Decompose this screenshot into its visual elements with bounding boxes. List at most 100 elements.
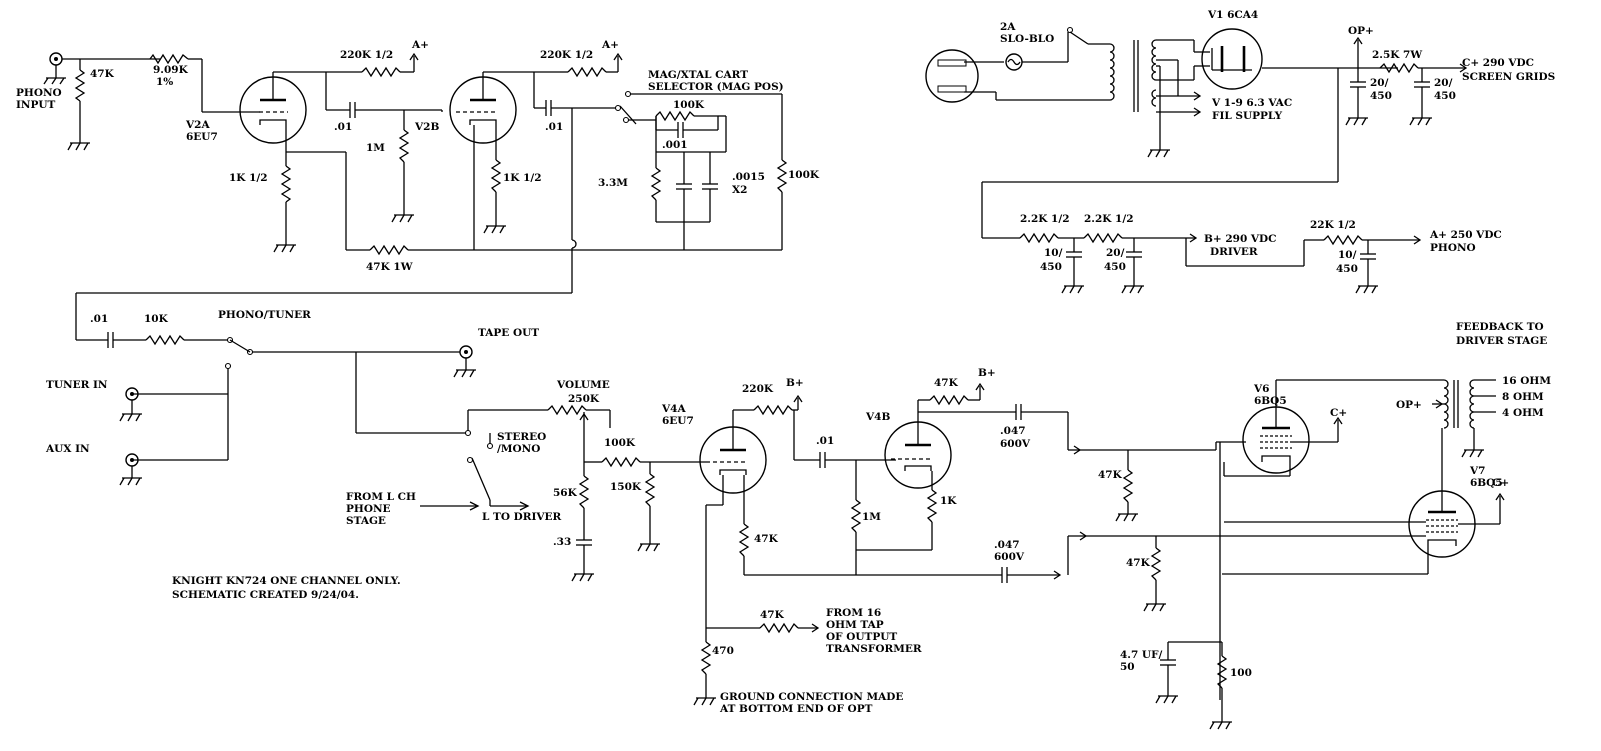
driver-stage: V4A 6EU7 220K B+ .01 47K V4B 47K B+ .047… (661, 367, 1082, 715)
mono-label: /MONO (497, 443, 540, 455)
v2a-type-label: 6EU7 (186, 131, 218, 143)
c-in-label: .01 (90, 313, 108, 325)
input-section: .01 10K PHONO/TUNER TAPE OUT TUNER IN AU… (45, 309, 706, 582)
cath-r-label: 100 (1230, 667, 1252, 679)
c1-ps-label-2: 450 (1370, 90, 1392, 102)
gnd-note-label-2: AT BOTTOM END OF OPT (719, 703, 873, 715)
eq-c2-label-2: X2 (732, 184, 747, 196)
fb-r-label: 47K (760, 609, 785, 621)
fb-from-label-1: FROM 16 (826, 607, 881, 619)
gnd-note-label: GROUND CONNECTION MADE (720, 691, 903, 703)
c4-ps-label-2: 450 (1104, 261, 1126, 273)
title-note-line1: KNIGHT KN724 ONE CHANNEL ONLY. (172, 575, 401, 587)
b-out-label-2: DRIVER (1210, 246, 1258, 258)
gnd-r-label: 470 (712, 645, 734, 657)
grid-r-1m-label: 1M (862, 511, 881, 523)
c2-label: .01 (545, 121, 563, 133)
r-input-label: 47K (90, 68, 115, 80)
tuner-in-jack[interactable] (119, 387, 142, 422)
fb-from-label-3: OF OUTPUT (826, 631, 897, 643)
r-series-label: 9.09K (153, 64, 189, 76)
c5-ps-label-2: 450 (1336, 263, 1358, 275)
tube-v2b (449, 72, 517, 144)
tube-v4a (699, 410, 767, 494)
resistor-2-2k-b (1083, 232, 1123, 244)
title-note-line2: SCHEMATIC CREATED 9/24/04. (172, 589, 359, 601)
c1-label: .01 (334, 121, 352, 133)
tuner-in-label: TUNER IN (46, 379, 108, 391)
resistor-47k-grid-v7 (1150, 547, 1162, 581)
resistor-100k-eq (655, 110, 695, 122)
selector-label: MAG/XTAL CART (648, 69, 748, 81)
eq-r2-label: 3.3M (598, 177, 628, 189)
cath-c-label: 4.7 UF/ (1120, 649, 1163, 661)
c4-ps-label: 20/ (1106, 247, 1125, 259)
c3-ps-label: 10/ (1044, 247, 1063, 259)
phono-input-jack[interactable] (43, 52, 66, 85)
a-out-label: A+ 250 VDC (1429, 229, 1502, 241)
resistor-v2a-cathode (280, 165, 292, 203)
aux-in-jack[interactable] (119, 453, 142, 486)
power-supply: 2A SLO-BLO V 1-9 6.3 VAC FIL SUPPLY V1 6 (925, 9, 1555, 294)
resistor-3-3m (650, 167, 662, 201)
resistor-2-5k-7w (1379, 62, 1419, 74)
out-r-label: 100K (788, 169, 820, 181)
tape-out-jack[interactable] (453, 345, 476, 378)
fil-supply-label-2: FIL SUPPLY (1212, 110, 1283, 122)
fuse-2a (1005, 53, 1023, 71)
a-plus-1-label: A+ (411, 39, 429, 51)
c-out1-label-2: 600V (1000, 438, 1031, 450)
resistor-150k (644, 473, 656, 507)
resistor-1k-cathode (926, 489, 938, 523)
feedback-label: FEEDBACK TO (1456, 321, 1544, 333)
power-transformer (1109, 39, 1157, 112)
v2a-cathode-r-label: 1K 1/2 (229, 172, 268, 184)
c-shunt-label: .33 (553, 536, 571, 548)
phono-input-label: PHONO (16, 87, 62, 99)
op-plus-label: OP+ (1396, 399, 1422, 411)
tube-v4b (884, 400, 952, 489)
rectifier-label: V1 6CA4 (1207, 9, 1258, 21)
resistor-10k (145, 334, 185, 346)
c-coupling-label: .01 (816, 435, 834, 447)
output-stage: 47K 47K V6 6BQ5 C+ V7 6BQ5 (1067, 321, 1551, 730)
resistor-100-cathode (1216, 655, 1228, 689)
b-out-label: B+ 290 VDC (1204, 233, 1277, 245)
resistor-22k (1323, 234, 1363, 246)
b-plus-1-label: B+ (786, 377, 804, 389)
phono-tuner-switch[interactable] (224, 336, 254, 370)
eq-r1-label: 100K (673, 99, 705, 111)
c5-ps-label: 10/ (1338, 249, 1357, 261)
tube-v6 (1242, 406, 1310, 474)
c-out1-label: .047 (1000, 425, 1026, 437)
r1-ps-label: 2.5K 7W (1372, 49, 1422, 61)
v4b-label: V4B (865, 411, 890, 423)
volume-pot[interactable] (547, 404, 587, 416)
resistor-v2a-plate (361, 66, 401, 78)
from-l-ch-label: FROM L CH (346, 491, 416, 503)
power-switch[interactable] (1066, 26, 1089, 45)
resistor-v4b-plate (929, 394, 969, 406)
resistor-v2b-plate (567, 66, 607, 78)
stereo-mono-switch[interactable] (466, 442, 494, 501)
fuse-label-2: SLO-BLO (1000, 33, 1054, 45)
r-mix-label: 100K (604, 437, 636, 449)
volume-value-label: 250K (568, 393, 600, 405)
phono-tuner-label: PHONO/TUNER (218, 309, 311, 321)
mag-xtal-selector-switch[interactable] (614, 90, 637, 125)
fb-from-label-4: TRANSFORMER (826, 643, 922, 655)
c-out2-label: .047 (994, 539, 1020, 551)
tap-8-label: 8 OHM (1502, 391, 1544, 403)
v2b-cathode-r-label: 1K 1/2 (503, 172, 542, 184)
v4a-label: V4A (661, 403, 686, 415)
from-l-ch-label-2: PHONE (346, 503, 391, 515)
to-driver-label: L TO DRIVER (482, 511, 562, 523)
cathode-r-label: 1K (940, 495, 957, 507)
v7-type-label: 6BQ5 (1470, 477, 1503, 489)
r2-ps-label: 2.2K 1/2 (1020, 213, 1070, 225)
fuse-label: 2A (1000, 21, 1016, 33)
feedback-label-2: DRIVER STAGE (1456, 335, 1547, 347)
eq-c2-label: .0015 (732, 171, 765, 183)
resistor-47k-input (67, 59, 90, 151)
a-plus-2-label: A+ (601, 39, 619, 51)
